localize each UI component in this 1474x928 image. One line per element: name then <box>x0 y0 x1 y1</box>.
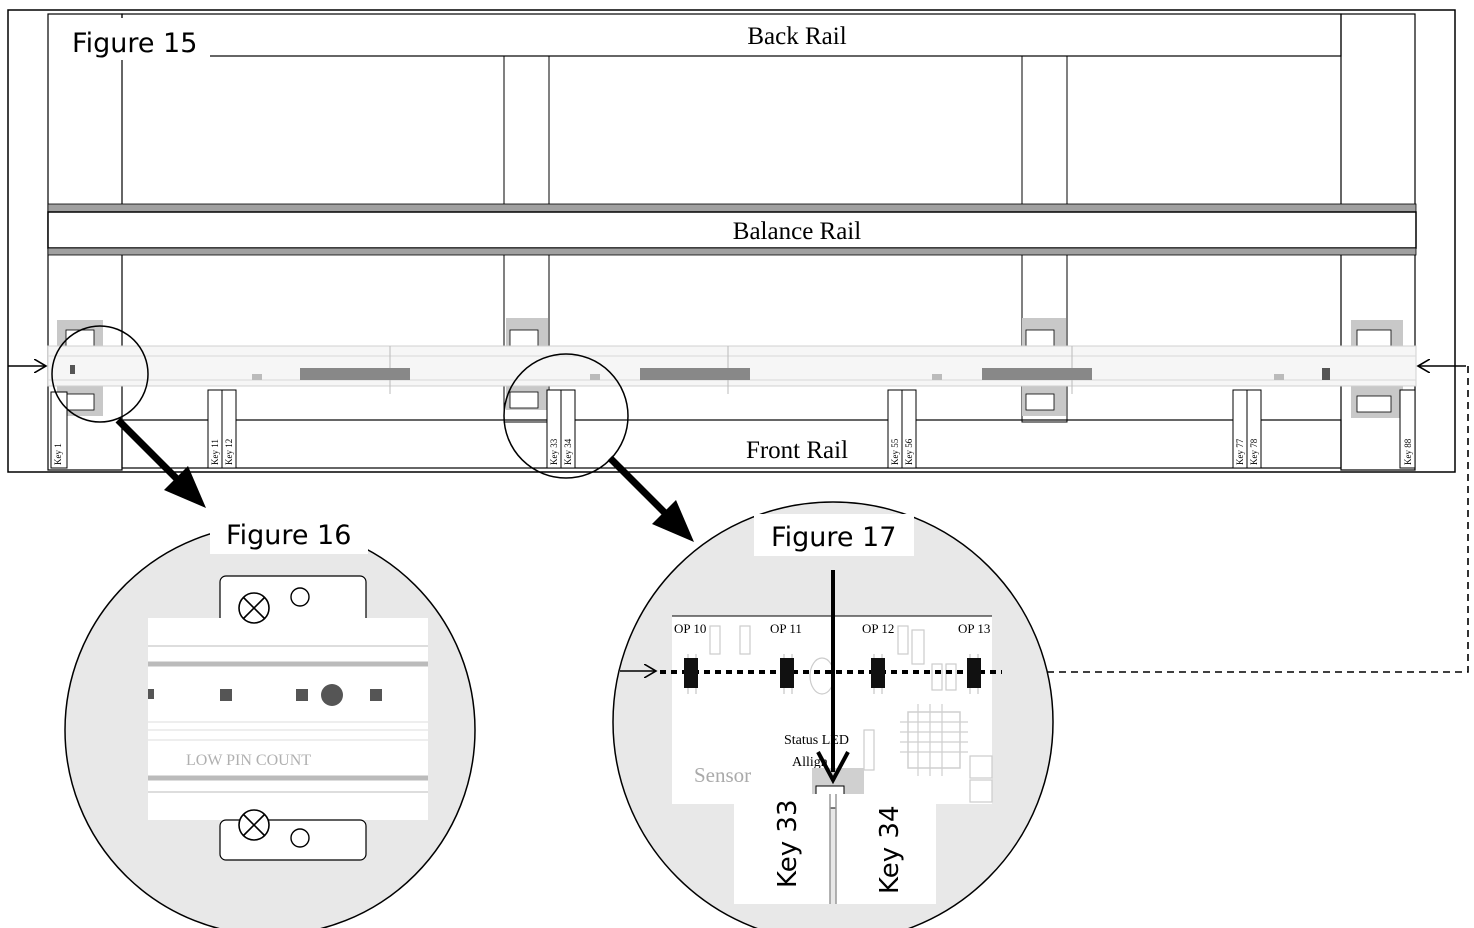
balance-rail-bottom-edge <box>47 247 1417 256</box>
zoom-arrow-17 <box>607 455 694 542</box>
svg-text:Key 11: Key 11 <box>210 439 220 465</box>
svg-text:Key 12: Key 12 <box>224 439 234 465</box>
op-label: OP 10 <box>674 621 706 636</box>
svg-text:Key 77: Key 77 <box>1235 438 1245 465</box>
dashed-connector <box>1010 366 1469 672</box>
front-rail <box>121 419 1342 469</box>
key-34-label: Key 34 <box>875 806 905 895</box>
key-33-label: Key 33 <box>773 800 803 889</box>
key-33 <box>734 794 830 904</box>
svg-text:Key 78: Key 78 <box>1249 438 1259 465</box>
balance-rail-label: Balance Rail <box>733 218 861 245</box>
zoom-circle-key1 <box>51 325 149 423</box>
svg-text:Key 55: Key 55 <box>890 438 900 465</box>
optical-sensor <box>780 658 794 688</box>
hole-icon <box>290 828 310 848</box>
optical-sensor <box>967 658 981 688</box>
zoom-arrow-16 <box>115 417 206 508</box>
figure-15-title: Figure 15 <box>72 28 197 59</box>
zoom-circle-key33 <box>503 353 629 479</box>
key-tab: Key 78 <box>1246 389 1262 469</box>
figure-17-title-bg <box>754 514 914 556</box>
key-tab: Key 55 <box>887 389 903 469</box>
balance-rail <box>47 211 1417 249</box>
sensor-label: Sensor <box>694 763 751 787</box>
svg-text:Key 1: Key 1 <box>53 443 63 465</box>
optical-sensor <box>871 658 885 688</box>
screw-icon <box>238 809 270 841</box>
svg-text:Key 34: Key 34 <box>563 438 573 465</box>
sensor-board <box>148 618 428 820</box>
front-rail-label: Front Rail <box>746 437 848 464</box>
svg-text:Key 56: Key 56 <box>904 438 914 465</box>
figure-17: OP 10 OP 11 OP 12 OP 13 <box>612 501 1054 928</box>
figure-15: Figure 15 Back Rail Balance Rail <box>7 9 1466 479</box>
key-tab: Key 12 <box>221 389 237 469</box>
key-tab: Key 1 <box>50 391 68 469</box>
figure-16-title-bg <box>210 512 368 554</box>
screw-icon <box>238 592 270 624</box>
key-tab: Key 34 <box>560 389 576 469</box>
low-pin-count-label: LOW PIN COUNT <box>186 752 311 769</box>
key-tab: Key 11 <box>207 389 223 469</box>
key-tab: Key 56 <box>901 389 917 469</box>
optical-sensor <box>684 658 698 688</box>
figure-16-title: Figure 16 <box>226 520 351 551</box>
status-led-label-2: Allign <box>792 755 828 770</box>
alignment-arrowhead <box>816 751 850 785</box>
back-rail-label: Back Rail <box>747 23 846 50</box>
title-mask <box>60 18 210 60</box>
svg-text:Key 33: Key 33 <box>549 438 559 465</box>
figure-16: LOW PIN COUNT Figure 16 <box>64 512 476 928</box>
svg-text:Key 88: Key 88 <box>1403 438 1413 465</box>
key-tab: Key 33 <box>546 389 562 469</box>
key-tab: Key 77 <box>1232 389 1248 469</box>
op-label: OP 12 <box>862 621 894 636</box>
chip-icon <box>900 704 968 776</box>
key-tab: Key 88 <box>1399 389 1416 469</box>
led-marks <box>70 365 1330 380</box>
sensor-strip <box>47 345 1417 394</box>
figure-17-title: Figure 17 <box>771 522 896 553</box>
status-led-label-1: Status LED <box>784 733 849 748</box>
op-label: OP 11 <box>770 621 802 636</box>
balance-rail-top-edge <box>47 203 1417 213</box>
status-led <box>321 684 343 706</box>
key-34 <box>836 794 936 904</box>
hole-icon <box>290 587 310 607</box>
op-label: OP 13 <box>958 621 990 636</box>
